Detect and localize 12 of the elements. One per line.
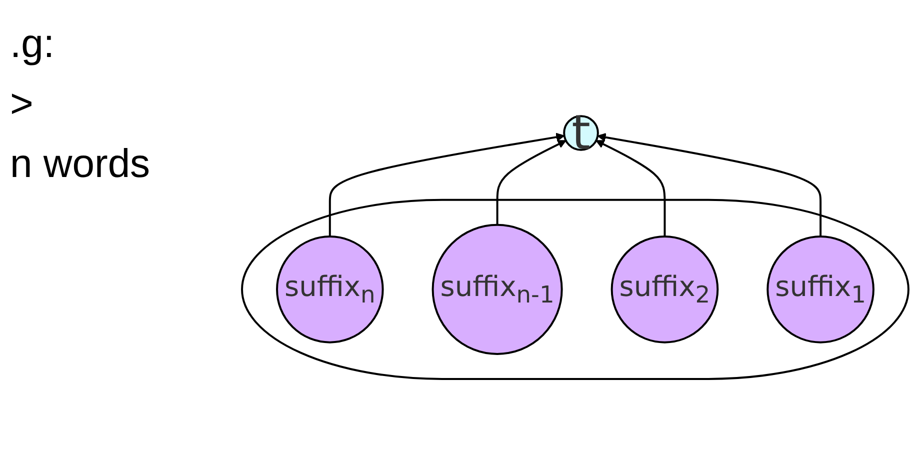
arrow (328, 132, 564, 236)
node-circle: t (562, 114, 599, 150)
node-circle: suffix$_{2}$ (610, 235, 718, 343)
arrow (496, 140, 566, 224)
slide-text: .g: (10, 21, 56, 68)
arrow (597, 132, 822, 236)
slide-text: > (10, 81, 34, 128)
node-circle: suffix$_{1}$ (766, 235, 874, 343)
node-circle: suffix$_{n-1}$ (432, 223, 563, 354)
slide-text: n words (10, 141, 152, 188)
node-circle: suffix$_{n}$ (276, 235, 384, 343)
arrow (596, 140, 666, 236)
